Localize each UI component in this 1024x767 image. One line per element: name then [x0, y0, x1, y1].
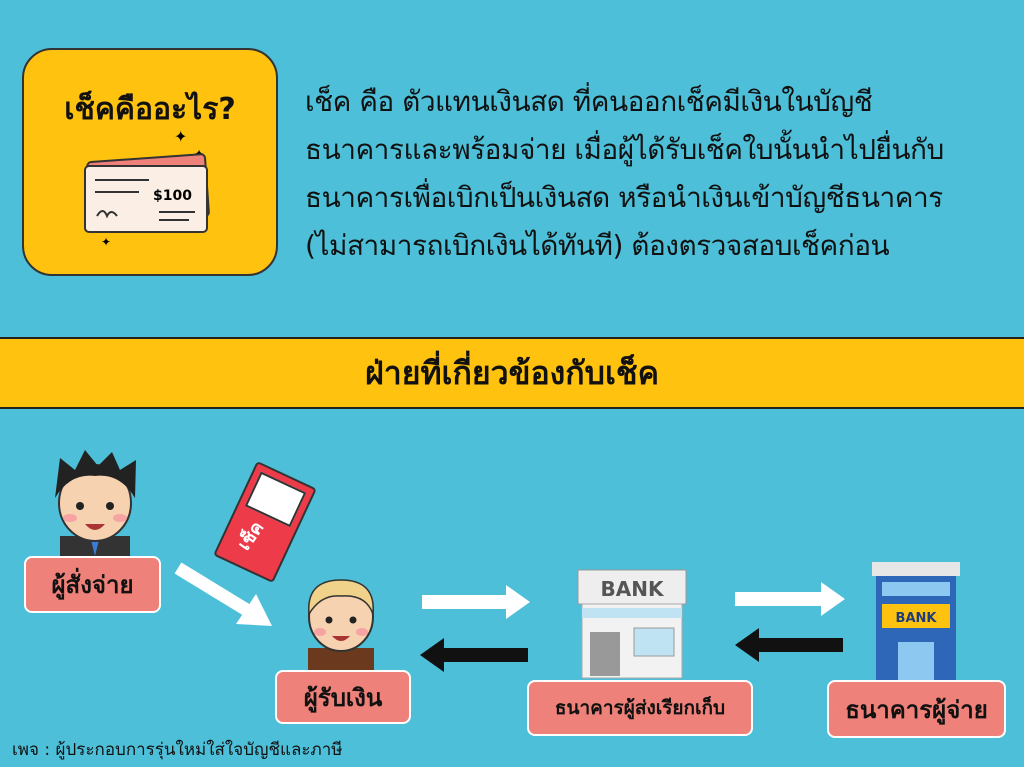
arrow-bank-to-payee-icon [420, 638, 528, 672]
definition-line: ธนาคารและพร้อมจ่าย เมื่อผู้ได้รับเช็คใบน… [305, 133, 944, 166]
arrow-payee-to-bank-icon [422, 585, 530, 619]
arrow-drawer-to-payee-icon [174, 562, 272, 626]
check-definition: เช็ค คือ ตัวแทนเงินสด ที่คนออกเช็คมีเงิน… [305, 78, 1015, 270]
what-is-check-box: เช็คคืออะไร? ✦✦✦ $100 [22, 48, 278, 276]
payee-label: ผู้รับเงิน [275, 670, 411, 724]
svg-text:✦: ✦ [174, 128, 187, 146]
arrow-paying-to-collecting-icon [735, 628, 843, 662]
check-amount: $100 [153, 188, 192, 204]
what-is-check-title: เช็คคืออะไร? [64, 92, 236, 127]
check-illustration-icon: ✦✦✦ $100 [84, 128, 210, 248]
paying-bank-label: ธนาคารผู้จ่าย [827, 680, 1006, 738]
collecting-bank-label: ธนาคารผู้ส่งเรียกเก็บ [527, 680, 753, 736]
definition-line: (ไม่สามารถเบิกเงินได้ทันที) ต้องตรวจสอบเ… [305, 229, 890, 262]
drawer-label: ผู้สั่งจ่าย [24, 556, 161, 613]
footer-credit: เพจ : ผู้ประกอบการรุ่นใหม่ใส่ใจบัญชีและภ… [12, 740, 343, 760]
collecting-bank-building-icon: BANK [577, 569, 687, 679]
svg-text:✦: ✦ [101, 235, 111, 248]
arrow-collecting-to-paying-icon [735, 582, 845, 616]
drawer-person-icon [55, 450, 136, 558]
bank-sign: BANK [601, 577, 665, 601]
paying-bank-building-icon: BANK [872, 562, 960, 680]
payee-person-icon [308, 579, 374, 672]
definition-line: เช็ค คือ ตัวแทนเงินสด ที่คนออกเช็คมีเงิน… [305, 85, 873, 118]
definition-line: ธนาคารเพื่อเบิกเป็นเงินสด หรือนำเงินเข้า… [305, 181, 943, 214]
bank-sign: BANK [896, 611, 938, 626]
parties-banner: ฝ่ายที่เกี่ยวข้องกับเช็ค [0, 337, 1024, 409]
